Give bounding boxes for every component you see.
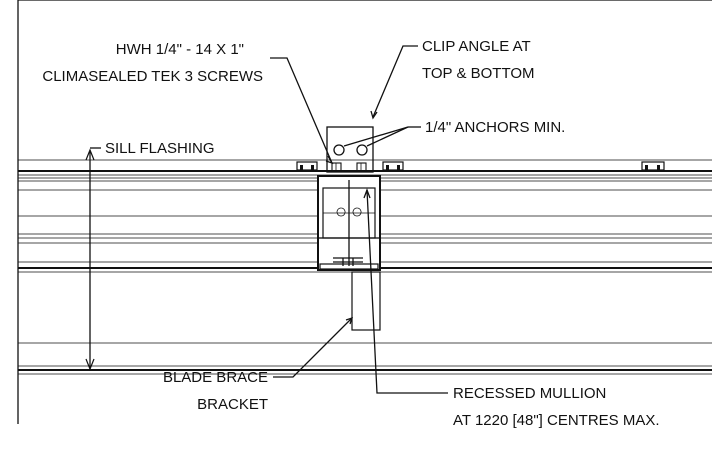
clip-angle-label-line1: CLIP ANGLE AT (422, 38, 531, 55)
sill-clip-profiles (296, 161, 665, 171)
clip-angle-label-line2: TOP & BOTTOM (422, 65, 535, 82)
leader-lines (90, 45, 448, 394)
sill-flashing-label: SILL FLASHING (105, 140, 214, 157)
anchor-bolts (333, 144, 368, 156)
anchors-label: 1/4" ANCHORS MIN. (425, 119, 565, 136)
sill-flashing-dimension (85, 148, 95, 371)
clip-angle-plate (326, 126, 374, 173)
blade-brace-label-line1: BLADE BRACE (163, 369, 268, 386)
blade-brace-label-line2: BRACKET (197, 396, 268, 413)
blade-brace-bracket (351, 271, 381, 331)
drawing-frame (17, 0, 712, 424)
mullion-label-line2: AT 1220 [48"] CENTRES MAX. (453, 412, 660, 429)
mullion-label-line1: RECESSED MULLION (453, 385, 606, 402)
tek-screws (331, 162, 367, 172)
screws-label-line1: HWH 1/4" - 14 X 1" (116, 41, 244, 58)
screws-label-line2: CLIMASEALED TEK 3 SCREWS (42, 68, 263, 85)
